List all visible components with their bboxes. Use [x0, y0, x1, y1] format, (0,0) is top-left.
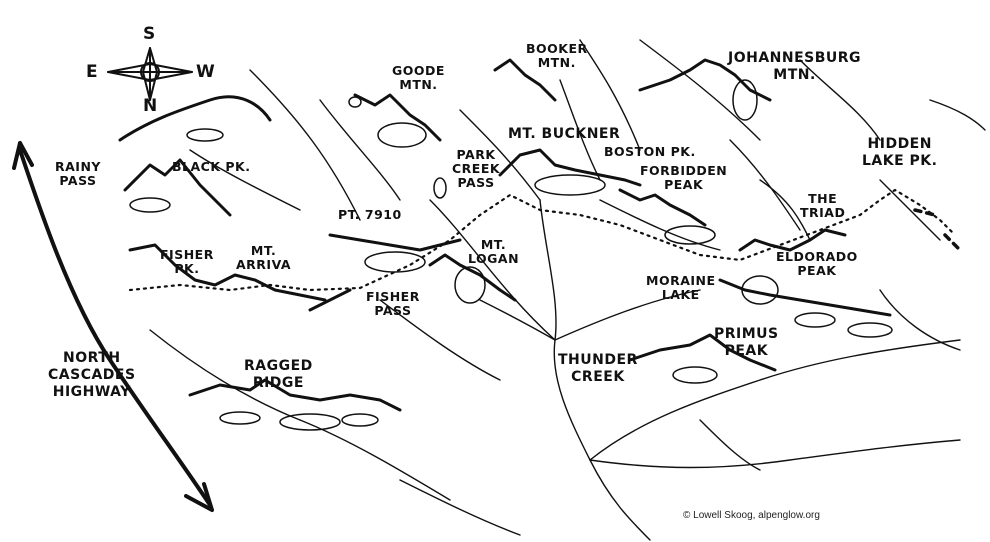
compass-west-label: W: [196, 62, 215, 82]
highway-line: [18, 148, 212, 507]
compass-north-label: N: [143, 96, 158, 116]
label-boston-peak: BOSTON PK.: [604, 144, 696, 159]
copyright-credit: © Lowell Skoog, alpenglow.org: [683, 510, 820, 521]
compass-east-label: E: [86, 62, 98, 82]
rivers: [149, 39, 986, 541]
label-mt-logan: MT.LOGAN: [468, 237, 520, 266]
compass-rose: [107, 47, 193, 101]
ridgelines: [118, 58, 892, 412]
label-black-peak: BLACK PK.: [172, 159, 251, 174]
highway-arrow-bottom: [184, 482, 214, 512]
route-exit-dashes: [913, 208, 960, 250]
label-mt-arriva: MT.ARRIVA: [236, 243, 292, 272]
highway-arrow-top: [12, 141, 34, 170]
glaciers: [129, 79, 893, 431]
compass-south-label: S: [143, 24, 156, 44]
label-mt-buckner: MT. BUCKNER: [508, 126, 621, 142]
label-pt-7910: PT. 7910: [338, 207, 402, 222]
traverse-route: [128, 188, 957, 292]
